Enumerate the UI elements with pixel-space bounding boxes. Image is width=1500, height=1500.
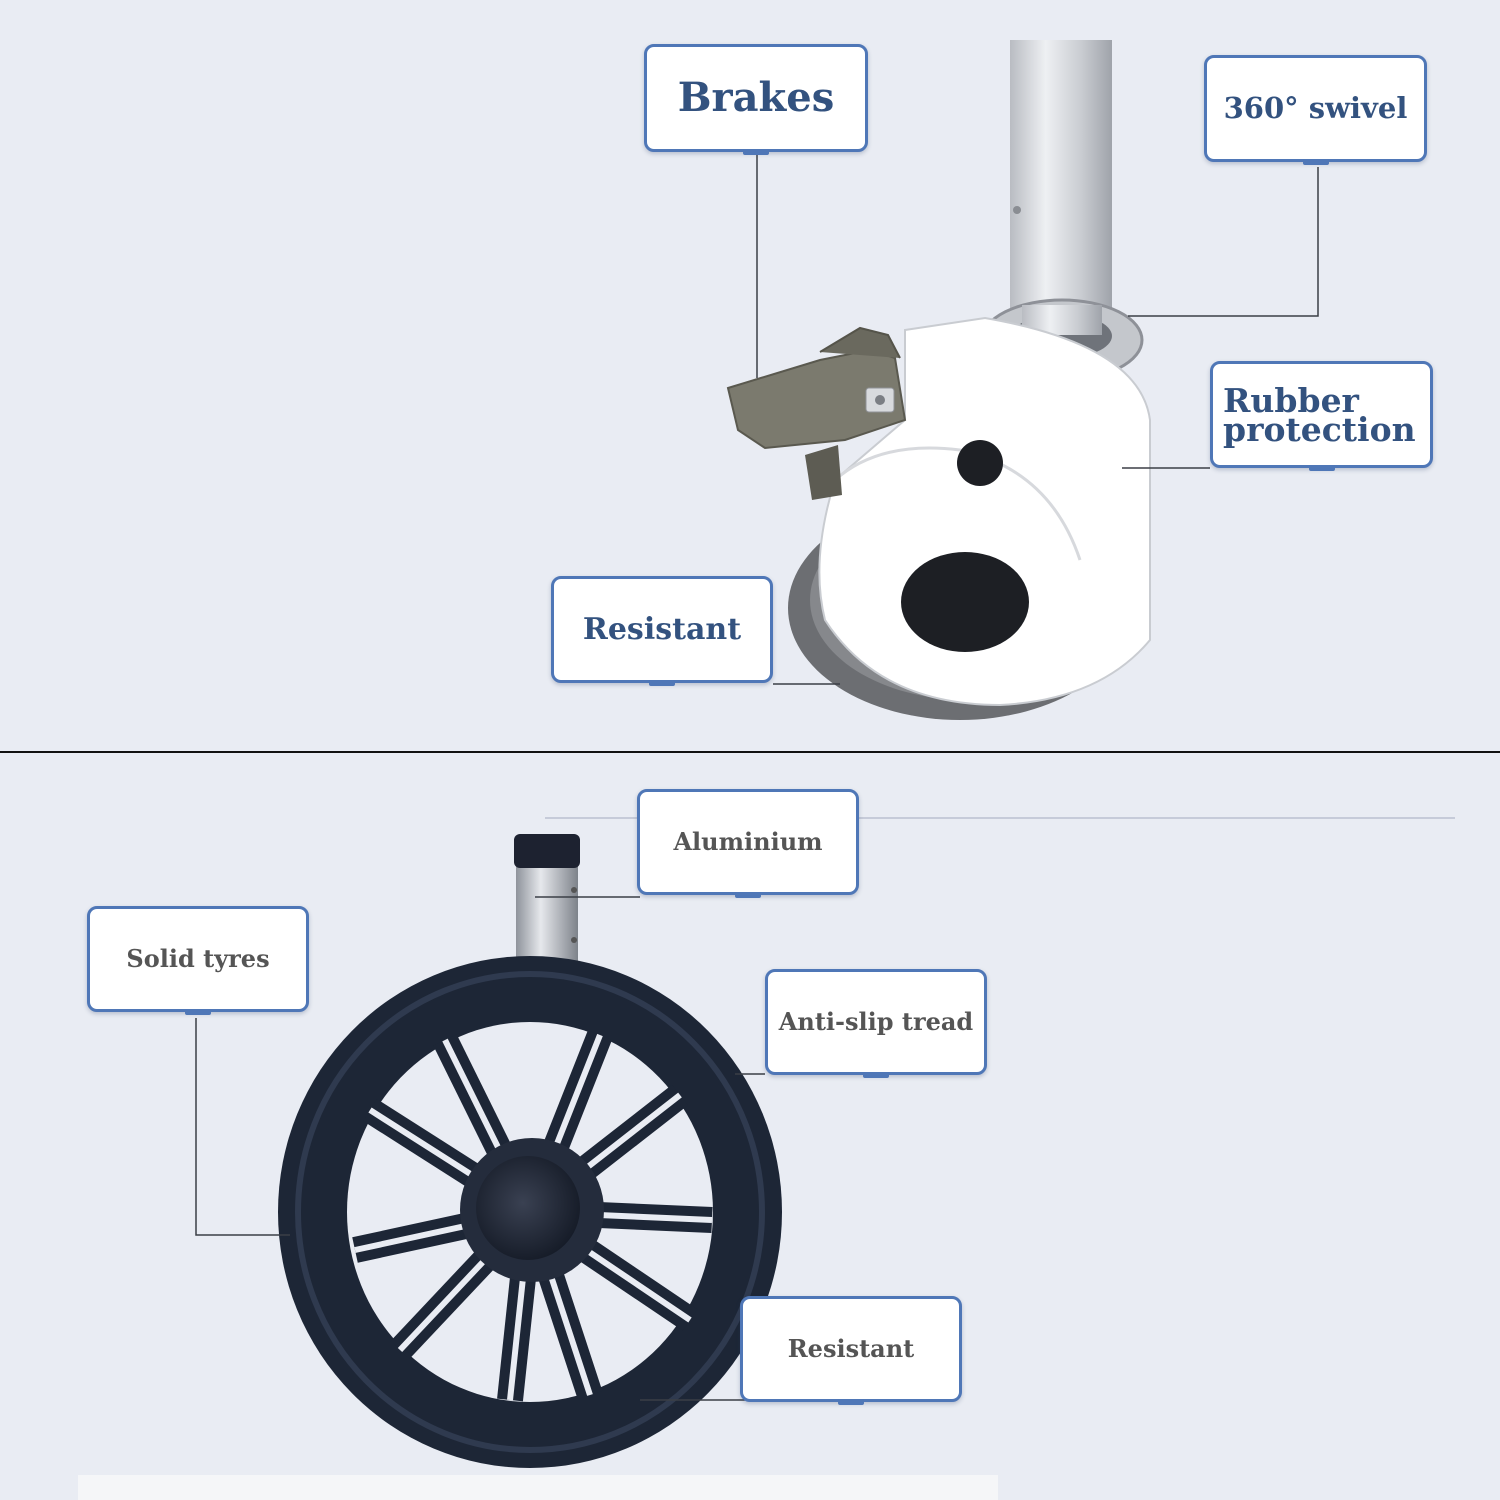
label-360-swivel-text: 360° swivel — [1223, 91, 1408, 125]
label-anchor — [1308, 465, 1335, 471]
label-resistant-bottom: Resistant — [740, 1296, 962, 1405]
label-anti-slip-tread: Anti-slip tread — [765, 969, 987, 1078]
label-resistant-bottom-text: Resistant — [787, 1334, 915, 1363]
label-rubber-protection: Rubber protection — [1210, 361, 1433, 471]
label-brakes: Brakes — [644, 44, 868, 155]
solid-wheel — [278, 817, 1455, 1468]
label-anchor — [735, 892, 761, 898]
label-brakes-text: Brakes — [677, 74, 835, 121]
label-aluminium-text: Aluminium — [673, 827, 823, 856]
label-solid-tyres-text: Solid tyres — [126, 944, 270, 973]
bottom-strip — [78, 1475, 998, 1500]
leader-lines-top — [756, 155, 1319, 685]
label-rubber-text: Rubber — [1223, 380, 1359, 420]
label-aluminium: Aluminium — [637, 789, 859, 898]
label-anchor — [838, 1399, 864, 1405]
label-anchor — [1302, 159, 1329, 165]
section-divider — [0, 751, 1500, 753]
label-360-swivel: 360° swivel — [1204, 55, 1427, 165]
label-anchor — [649, 680, 675, 686]
label-anchor — [743, 149, 769, 155]
castor-wheel — [726, 40, 1151, 720]
label-protection-text: protection — [1223, 409, 1416, 449]
label-solid-tyres: Solid tyres — [87, 906, 309, 1015]
leader-lines-bottom — [195, 896, 765, 1401]
label-resistant-top-text: Resistant — [582, 611, 742, 647]
label-anchor — [185, 1009, 211, 1015]
label-resistant-top: Resistant — [551, 576, 773, 686]
label-anchor — [863, 1072, 889, 1078]
brake-pedal — [726, 326, 907, 500]
label-anti-slip-tread-text: Anti-slip tread — [778, 1007, 974, 1036]
